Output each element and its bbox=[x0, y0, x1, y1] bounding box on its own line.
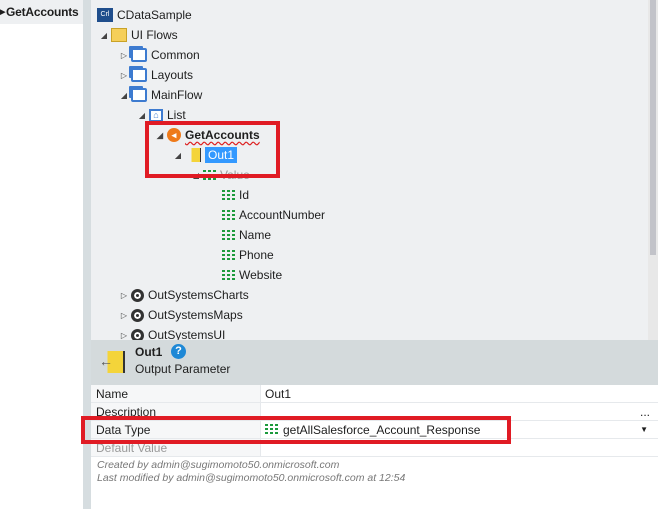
folder-icon bbox=[111, 28, 127, 42]
attribute-icon bbox=[222, 209, 235, 221]
scrollbar-thumb[interactable] bbox=[650, 0, 656, 255]
attribute-icon bbox=[222, 189, 235, 201]
highlight-box bbox=[145, 121, 280, 178]
collapse-arrow-icon[interactable]: ▷ bbox=[120, 310, 128, 320]
collapse-arrow-icon[interactable]: ▷ bbox=[120, 290, 128, 300]
output-parameter-icon bbox=[185, 148, 201, 162]
expand-arrow-icon[interactable]: ◢ bbox=[138, 110, 146, 120]
tree-item-root[interactable]: Crl CDataSample bbox=[97, 5, 192, 25]
properties-grid: Name Out1 Description... Data Type getAllS… bbox=[91, 385, 658, 509]
tree-item-module[interactable]: ▷ OutSystemsMaps bbox=[119, 305, 243, 325]
tree-label: CDataSample bbox=[117, 8, 192, 22]
data-type-select[interactable]: getAllSalesforce_Account_Response bbox=[261, 423, 658, 437]
module-reference-icon bbox=[131, 308, 144, 322]
property-name: Name Out1 bbox=[91, 385, 658, 403]
tree-label: Website bbox=[239, 268, 283, 282]
tree-label: Common bbox=[151, 48, 200, 62]
tree-label: MainFlow bbox=[151, 88, 203, 102]
collapse-arrow-icon[interactable]: ▷ bbox=[120, 330, 128, 340]
tree-item-field[interactable]: Name bbox=[222, 225, 271, 245]
attribute-icon bbox=[222, 269, 235, 281]
properties-title: Out1 bbox=[135, 345, 163, 359]
tree-label: UI Flows bbox=[131, 28, 178, 42]
name-input[interactable]: Out1 bbox=[265, 386, 292, 401]
module-reference-icon bbox=[131, 328, 144, 340]
expand-arrow-icon[interactable]: ◢ bbox=[120, 90, 128, 100]
aggregate-icon: ◂ bbox=[167, 128, 181, 142]
data-type-value: getAllSalesforce_Account_Response bbox=[283, 422, 481, 437]
tree-label: OutSystemsUI bbox=[148, 328, 226, 340]
left-panel: ▶GetAccounts bbox=[0, 0, 83, 509]
tree-item-field[interactable]: Website bbox=[222, 265, 282, 285]
tree-label: GetAccounts bbox=[185, 128, 260, 142]
tree-label: AccountNumber bbox=[239, 208, 326, 222]
left-panel-header[interactable]: ▶GetAccounts bbox=[0, 0, 83, 24]
tree-item-field[interactable]: Id bbox=[222, 185, 249, 205]
tree-label: Name bbox=[239, 228, 272, 242]
dropdown-arrow-icon[interactable]: ▼ bbox=[640, 425, 648, 434]
tree-item-module[interactable]: ▷ OutSystemsCharts bbox=[119, 285, 249, 305]
structure-icon bbox=[265, 424, 278, 435]
tree-item-field[interactable]: Phone bbox=[222, 245, 274, 265]
tree-label: OutSystemsCharts bbox=[148, 288, 249, 302]
help-icon[interactable]: ? bbox=[171, 344, 186, 359]
more-button[interactable]: ... bbox=[639, 405, 650, 419]
tree-scrollbar[interactable] bbox=[648, 0, 658, 340]
left-panel-title: GetAccounts bbox=[6, 5, 79, 19]
attribute-icon bbox=[222, 249, 235, 261]
module-reference-icon bbox=[131, 288, 144, 302]
modified-by-text: Last modified by admin@sugimomoto50.onmi… bbox=[97, 472, 406, 484]
expand-arrow-icon[interactable]: ◢ bbox=[156, 130, 164, 140]
tree-label: Layouts bbox=[151, 68, 194, 82]
tree-label: Phone bbox=[239, 248, 274, 262]
tree-item-out1[interactable]: ◢ Out1 bbox=[173, 145, 238, 165]
screen-icon: ⌂ bbox=[149, 108, 163, 122]
flow-icon bbox=[131, 88, 147, 102]
flow-icon bbox=[131, 68, 147, 82]
property-data-type: Data Type getAllSalesforce_Account_Respon… bbox=[91, 421, 658, 439]
expand-arrow-icon[interactable]: ◢ bbox=[100, 30, 108, 40]
properties-header: ← Out1 ? Output Parameter bbox=[91, 340, 658, 385]
tree-item-list[interactable]: ◢⌂ List bbox=[137, 105, 186, 125]
tree-label: Out1 bbox=[205, 147, 238, 163]
property-label: Description bbox=[91, 403, 261, 420]
output-parameter-icon: ← bbox=[99, 351, 125, 373]
tree-item-layouts[interactable]: ▷ Layouts bbox=[119, 65, 193, 85]
tree-label: Id bbox=[239, 188, 250, 202]
tree-item-module[interactable]: ▷ OutSystemsUI bbox=[119, 325, 225, 340]
created-by-text: Created by admin@sugimomoto50.onmicrosof… bbox=[97, 459, 340, 471]
expand-arrow-icon[interactable]: ▶ bbox=[0, 9, 6, 16]
element-tree: Crl CDataSample ◢ UI Flows ▷ Common ▷ Layout… bbox=[91, 0, 648, 340]
splitter[interactable] bbox=[83, 0, 91, 509]
expand-arrow-icon[interactable]: ◢ bbox=[174, 150, 182, 160]
property-description: Description... bbox=[91, 403, 658, 421]
tree-item-mainflow[interactable]: ◢ MainFlow bbox=[119, 85, 202, 105]
collapse-arrow-icon[interactable]: ▷ bbox=[120, 50, 128, 60]
tree-label: List bbox=[167, 108, 186, 122]
highlight-box bbox=[81, 416, 511, 444]
properties-subtitle: Output Parameter bbox=[135, 362, 231, 376]
collapse-arrow-icon[interactable]: ▷ bbox=[120, 70, 128, 80]
tree-item-ui-flows[interactable]: ◢ UI Flows bbox=[99, 25, 178, 45]
flow-icon bbox=[131, 48, 147, 62]
attribute-icon bbox=[222, 229, 235, 241]
module-icon: Crl bbox=[97, 8, 113, 22]
tree-label: OutSystemsMaps bbox=[148, 308, 243, 322]
tree-item-common[interactable]: ▷ Common bbox=[119, 45, 200, 65]
tree-item-field[interactable]: AccountNumber bbox=[222, 205, 325, 225]
tree-item-getaccounts[interactable]: ◢◂ GetAccounts bbox=[155, 125, 260, 145]
property-label: Data Type bbox=[91, 421, 261, 438]
property-label: Name bbox=[91, 385, 261, 402]
